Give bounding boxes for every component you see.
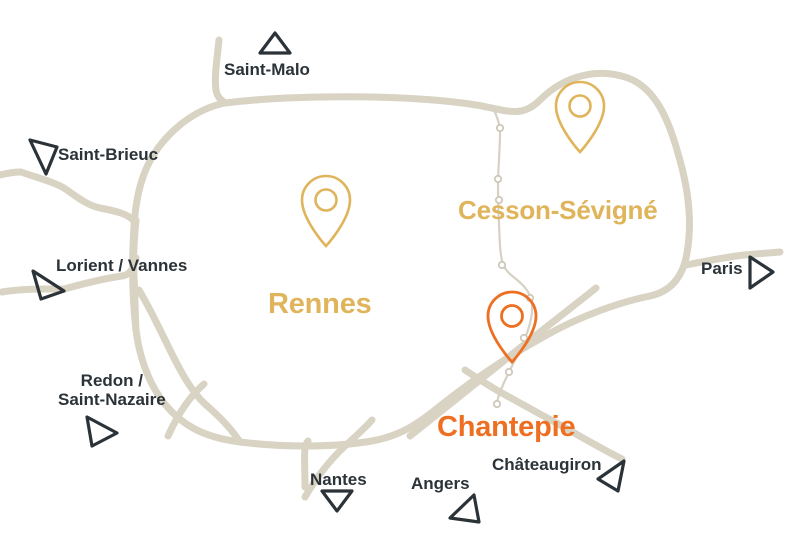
pin-inner-circle — [500, 304, 524, 328]
pin-outline — [554, 80, 606, 154]
gateway-label-nantes[interactable]: Nantes — [310, 470, 367, 489]
rail-station-dot — [492, 399, 502, 409]
gateway-label-angers[interactable]: Angers — [411, 474, 470, 493]
gateway-label-chateaugiron[interactable]: Châteaugiron — [492, 455, 602, 474]
triangle-right-icon-lorient-vannes[interactable] — [31, 269, 66, 301]
city-label-chantepie[interactable]: Chantepie — [437, 411, 576, 443]
road-chantepie-link — [406, 284, 600, 440]
pin-outline — [300, 174, 352, 248]
map-pin-icon-chantepie[interactable] — [486, 290, 538, 365]
pin-inner-circle — [568, 94, 592, 118]
road-redon-saint-nazaire — [135, 286, 244, 446]
triangle-up-icon-saint-malo[interactable] — [258, 31, 292, 55]
gateway-triangles — [28, 31, 775, 524]
road-network — [0, 36, 784, 501]
gateway-label-saint-brieuc[interactable]: Saint-Brieuc — [58, 145, 159, 164]
map-pin-icon-cesson-sevigne[interactable] — [554, 80, 606, 154]
triangle-down-icon-nantes[interactable] — [320, 489, 354, 513]
triangle-right-icon-redon-saint-nazaire[interactable] — [85, 415, 119, 448]
road-west-edge — [0, 285, 68, 296]
road-angers — [301, 416, 376, 501]
rail-station-dot — [497, 260, 507, 270]
pin-inner-circle — [314, 188, 338, 212]
map-pin-icon-rennes[interactable] — [300, 174, 352, 248]
city-label-cesson-sevigne[interactable]: Cesson-Sévigné — [458, 195, 658, 225]
triangle-down-left-icon-saint-brieuc[interactable] — [28, 138, 59, 176]
rail-station-dot — [519, 333, 529, 343]
ring-road — [129, 69, 693, 450]
road-nantes — [301, 437, 312, 491]
rail-station-dot — [494, 195, 504, 205]
road-west-connector — [130, 216, 140, 334]
gateway-label-saint-malo[interactable]: Saint-Malo — [224, 60, 310, 79]
road-saint-malo — [211, 36, 229, 107]
city-label-rennes[interactable]: Rennes — [268, 288, 372, 320]
gateway-label-lorient-vannes[interactable]: Lorient / Vannes — [56, 256, 188, 275]
gateway-label-redon-saint-nazaire[interactable]: Redon / Saint-Nazaire — [58, 371, 166, 410]
gateway-label-paris[interactable]: Paris — [701, 259, 743, 278]
rail-station-dot — [504, 367, 514, 377]
road-redon-spur — [164, 380, 208, 440]
pin-outline — [486, 290, 538, 365]
rail-station-dot — [493, 174, 503, 184]
triangle-right-icon-paris[interactable] — [748, 255, 775, 290]
road-paris — [682, 248, 784, 269]
triangle-left-icon-angers[interactable] — [448, 493, 481, 524]
rail-station-dot — [495, 123, 505, 133]
triangle-right-up-icon-chateaugiron[interactable] — [596, 459, 626, 493]
road-saint-brieuc — [17, 168, 138, 225]
road-nw-link — [0, 168, 25, 179]
